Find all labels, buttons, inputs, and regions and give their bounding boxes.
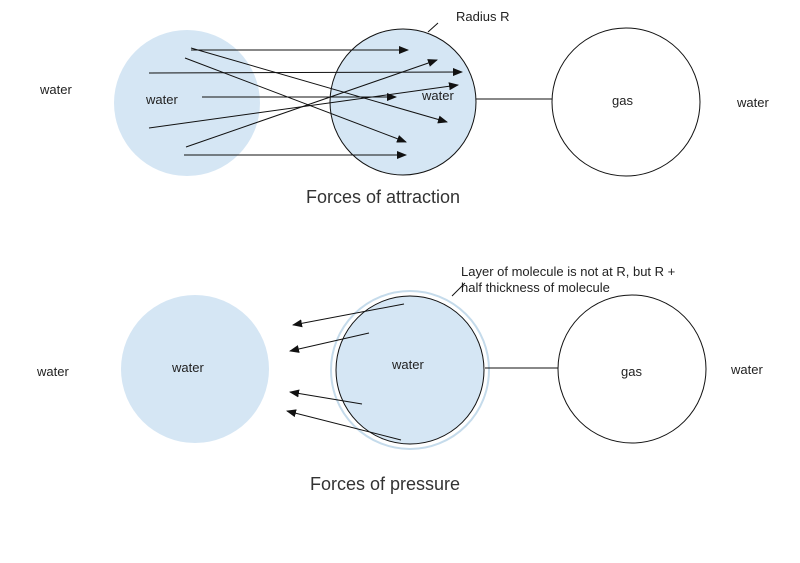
- attraction-left-water-label: water: [145, 92, 178, 107]
- attraction-gas-label: gas: [612, 93, 633, 108]
- pressure-left-outside-water-label: water: [36, 364, 69, 379]
- attraction-gas-circle: [551, 27, 701, 177]
- attraction-panel: water water water gas water Radius R For…: [39, 9, 769, 207]
- attraction-arrow-5: [185, 59, 438, 148]
- radius-label-leader-line: [427, 22, 439, 33]
- pressure-left-water-circle: [121, 295, 269, 443]
- pressure-note-line-2: half thickness of molecule: [461, 280, 610, 295]
- attraction-center-water-label: water: [421, 88, 454, 103]
- pressure-arrow-1: [292, 303, 405, 328]
- attraction-arrows: [148, 46, 463, 159]
- pressure-right-outside-water-label: water: [730, 362, 763, 377]
- pressure-gas-circle: [557, 294, 707, 444]
- pressure-note-line-1: Layer of molecule is not at R, but R +: [461, 264, 675, 279]
- attraction-left-outside-water-label: water: [39, 82, 72, 97]
- pressure-arrow-4: [286, 409, 402, 441]
- pressure-note-leader-line: [451, 282, 466, 297]
- pressure-arrows: [286, 303, 405, 441]
- pressure-gas-label: gas: [621, 364, 642, 379]
- attraction-left-water-circle: [114, 30, 260, 176]
- pressure-arrow-2: [289, 332, 370, 353]
- pressure-halo-circle: [330, 290, 490, 450]
- pressure-left-water-label: water: [171, 360, 204, 375]
- attraction-arrow-6: [190, 47, 448, 124]
- pressure-center-water-label: water: [391, 357, 424, 372]
- attraction-arrow-2: [148, 68, 463, 77]
- attraction-center-water-circle: [329, 28, 477, 176]
- pressure-arrow-3: [289, 389, 363, 405]
- radius-label: Radius R: [456, 9, 509, 24]
- attraction-right-outside-water-label: water: [736, 95, 769, 110]
- pressure-caption: Forces of pressure: [310, 474, 460, 494]
- pressure-center-water-circle: [335, 295, 485, 445]
- attraction-caption: Forces of attraction: [306, 187, 460, 207]
- pressure-panel: Layer of molecule is not at R, but R + h…: [36, 264, 763, 494]
- attraction-arrow-7: [184, 57, 407, 143]
